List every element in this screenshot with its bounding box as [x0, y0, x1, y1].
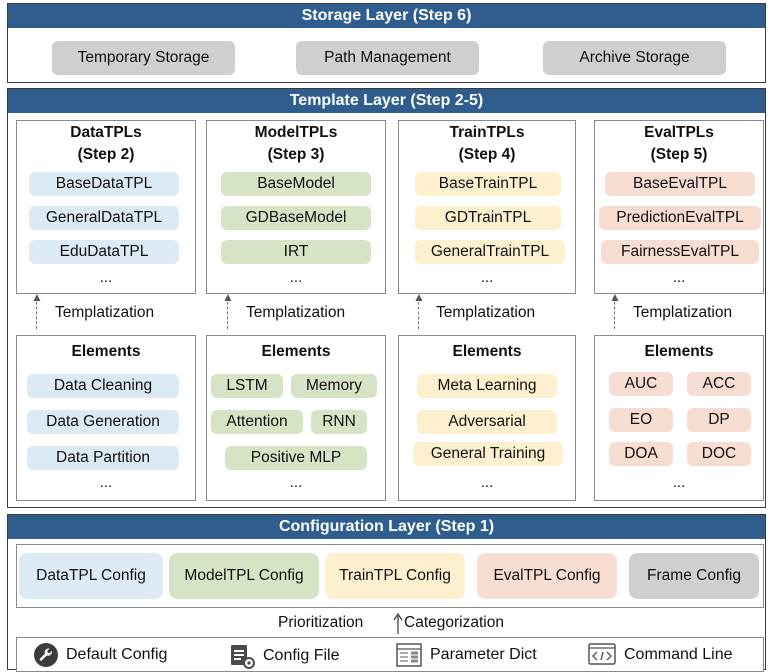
tpl-gd-base-model: GDBaseModel: [221, 206, 371, 230]
storage-layer-header: Storage Layer (Step 6): [8, 4, 765, 28]
parameter-dict-icon: [396, 643, 422, 667]
config-traintpl: TrainTPL Config: [325, 553, 465, 599]
element-data-partition: Data Partition: [27, 446, 179, 470]
tpl-general-train: GeneralTrainTPL: [415, 240, 565, 264]
source-command-line-label: Command Line: [624, 646, 733, 663]
model-tpls-step: (Step 3): [267, 146, 325, 163]
tpl-base-data: BaseDataTPL: [29, 172, 179, 196]
element-lstm: LSTM: [211, 374, 283, 398]
arrow-up-icon: ▲: [413, 290, 425, 304]
categorization-arrow: [392, 612, 404, 634]
model-tpls-title: ModelTPLs: [254, 124, 338, 141]
template-layer: Template Layer (Step 2-5): [7, 88, 766, 508]
element-doc: DOC: [687, 442, 751, 466]
train-elements-more: ...: [480, 474, 494, 491]
element-acc: ACC: [687, 372, 751, 396]
arrow-up-icon: ▲: [222, 290, 234, 304]
eval-tpls-step: (Step 5): [650, 146, 708, 163]
train-tpls-title: TrainTPLs: [449, 124, 525, 141]
element-rnn: RNN: [311, 410, 367, 434]
source-parameter-dict-label: Parameter Dict: [430, 646, 537, 663]
tpl-fairness-eval: FairnessEvalTPL: [601, 240, 759, 264]
data-tpls-panel: DataTPLs (Step 2) BaseDataTPL GeneralDat…: [16, 120, 196, 294]
configuration-layer-header: Configuration Layer (Step 1): [8, 515, 765, 539]
model-templatization-arrow: [227, 297, 228, 329]
source-config-file-label: Config File: [263, 647, 340, 664]
element-adversarial: Adversarial: [417, 410, 557, 434]
train-tpls-more: ...: [480, 269, 494, 286]
tpl-edu-data: EduDataTPL: [29, 240, 179, 264]
element-attention: Attention: [211, 410, 303, 434]
arrow-up-icon: ▲: [609, 290, 621, 304]
element-data-generation: Data Generation: [27, 410, 179, 434]
train-templatization-arrow: [418, 297, 419, 329]
data-tpls-more: ...: [99, 269, 113, 286]
tpl-irt: IRT: [221, 240, 371, 264]
eval-elements-more: ...: [672, 474, 686, 491]
element-general-training: General Training: [413, 442, 563, 466]
data-templatization-arrow: [36, 297, 37, 329]
configuration-layer: Configuration Layer (Step 1): [7, 514, 766, 670]
model-elements-title: Elements: [261, 343, 331, 360]
tpl-base-model: BaseModel: [221, 172, 371, 196]
element-auc: AUC: [609, 372, 673, 396]
wrench-icon: [34, 643, 58, 667]
train-elements-title: Elements: [452, 343, 522, 360]
element-meta-learning: Meta Learning: [417, 374, 557, 398]
data-elements-title: Elements: [71, 343, 141, 360]
data-elements-more: ...: [99, 474, 113, 491]
element-memory: Memory: [291, 374, 377, 398]
command-line-icon: [588, 643, 616, 667]
eval-elements-title: Elements: [644, 343, 714, 360]
source-command-line: Command Line: [588, 643, 733, 667]
prioritization-label: Prioritization: [278, 614, 364, 631]
model-tpls-panel: ModelTPLs (Step 3) BaseModel GDBaseModel…: [206, 120, 386, 294]
data-tpls-title: DataTPLs: [70, 124, 142, 141]
train-templatization-label: Templatization: [436, 304, 536, 321]
model-elements-more: ...: [289, 474, 303, 491]
eval-templatization-arrow: [614, 297, 615, 329]
config-modeltpl: ModelTPL Config: [169, 553, 319, 599]
model-elements-panel: Elements LSTM Memory Attention RNN Posit…: [206, 335, 386, 501]
storage-temporary: Temporary Storage: [52, 41, 235, 75]
config-frame: Frame Config: [629, 553, 759, 599]
eval-tpls-more: ...: [672, 269, 686, 286]
config-file-icon: [229, 643, 255, 669]
element-eo: EO: [609, 408, 673, 432]
data-templatization-label: Templatization: [55, 304, 155, 321]
element-positive-mlp: Positive MLP: [225, 446, 367, 470]
train-tpls-step: (Step 4): [458, 146, 516, 163]
eval-elements-panel: Elements AUC ACC EO DP DOA DOC ...: [594, 335, 764, 501]
storage-layer: Storage Layer (Step 6) Temporary Storage…: [7, 3, 766, 83]
model-templatization-label: Templatization: [246, 304, 346, 321]
config-datatpl: DataTPL Config: [19, 553, 163, 599]
tpl-prediction-eval: PredictionEvalTPL: [599, 206, 761, 230]
source-config-file: Config File: [229, 643, 339, 669]
element-data-cleaning: Data Cleaning: [27, 374, 179, 398]
config-panel: DataTPL Config ModelTPL Config TrainTPL …: [16, 544, 764, 608]
eval-tpls-title: EvalTPLs: [644, 124, 714, 141]
config-evaltpl: EvalTPL Config: [477, 553, 617, 599]
arrow-up-icon: ▲: [31, 290, 43, 304]
model-tpls-more: ...: [289, 269, 303, 286]
element-dp: DP: [687, 408, 751, 432]
element-doa: DOA: [609, 442, 673, 466]
data-elements-panel: Elements Data Cleaning Data Generation D…: [16, 335, 196, 501]
template-layer-header: Template Layer (Step 2-5): [8, 89, 765, 113]
source-parameter-dict: Parameter Dict: [396, 643, 537, 667]
tpl-base-train: BaseTrainTPL: [415, 172, 561, 196]
storage-path-management: Path Management: [296, 41, 479, 75]
train-tpls-panel: TrainTPLs (Step 4) BaseTrainTPL GDTrainT…: [398, 120, 576, 294]
source-default-config-label: Default Config: [66, 646, 168, 663]
tpl-gd-train: GDTrainTPL: [415, 206, 561, 230]
eval-tpls-panel: EvalTPLs (Step 5) BaseEvalTPL Prediction…: [594, 120, 764, 294]
data-tpls-step: (Step 2): [77, 146, 135, 163]
storage-archive: Archive Storage: [543, 41, 726, 75]
tpl-base-eval: BaseEvalTPL: [605, 172, 755, 196]
source-default-config: Default Config: [34, 643, 167, 667]
categorization-label: Categorization: [404, 614, 504, 631]
train-elements-panel: Elements Meta Learning Adversarial Gener…: [398, 335, 576, 501]
eval-templatization-label: Templatization: [633, 304, 733, 321]
tpl-general-data: GeneralDataTPL: [29, 206, 179, 230]
